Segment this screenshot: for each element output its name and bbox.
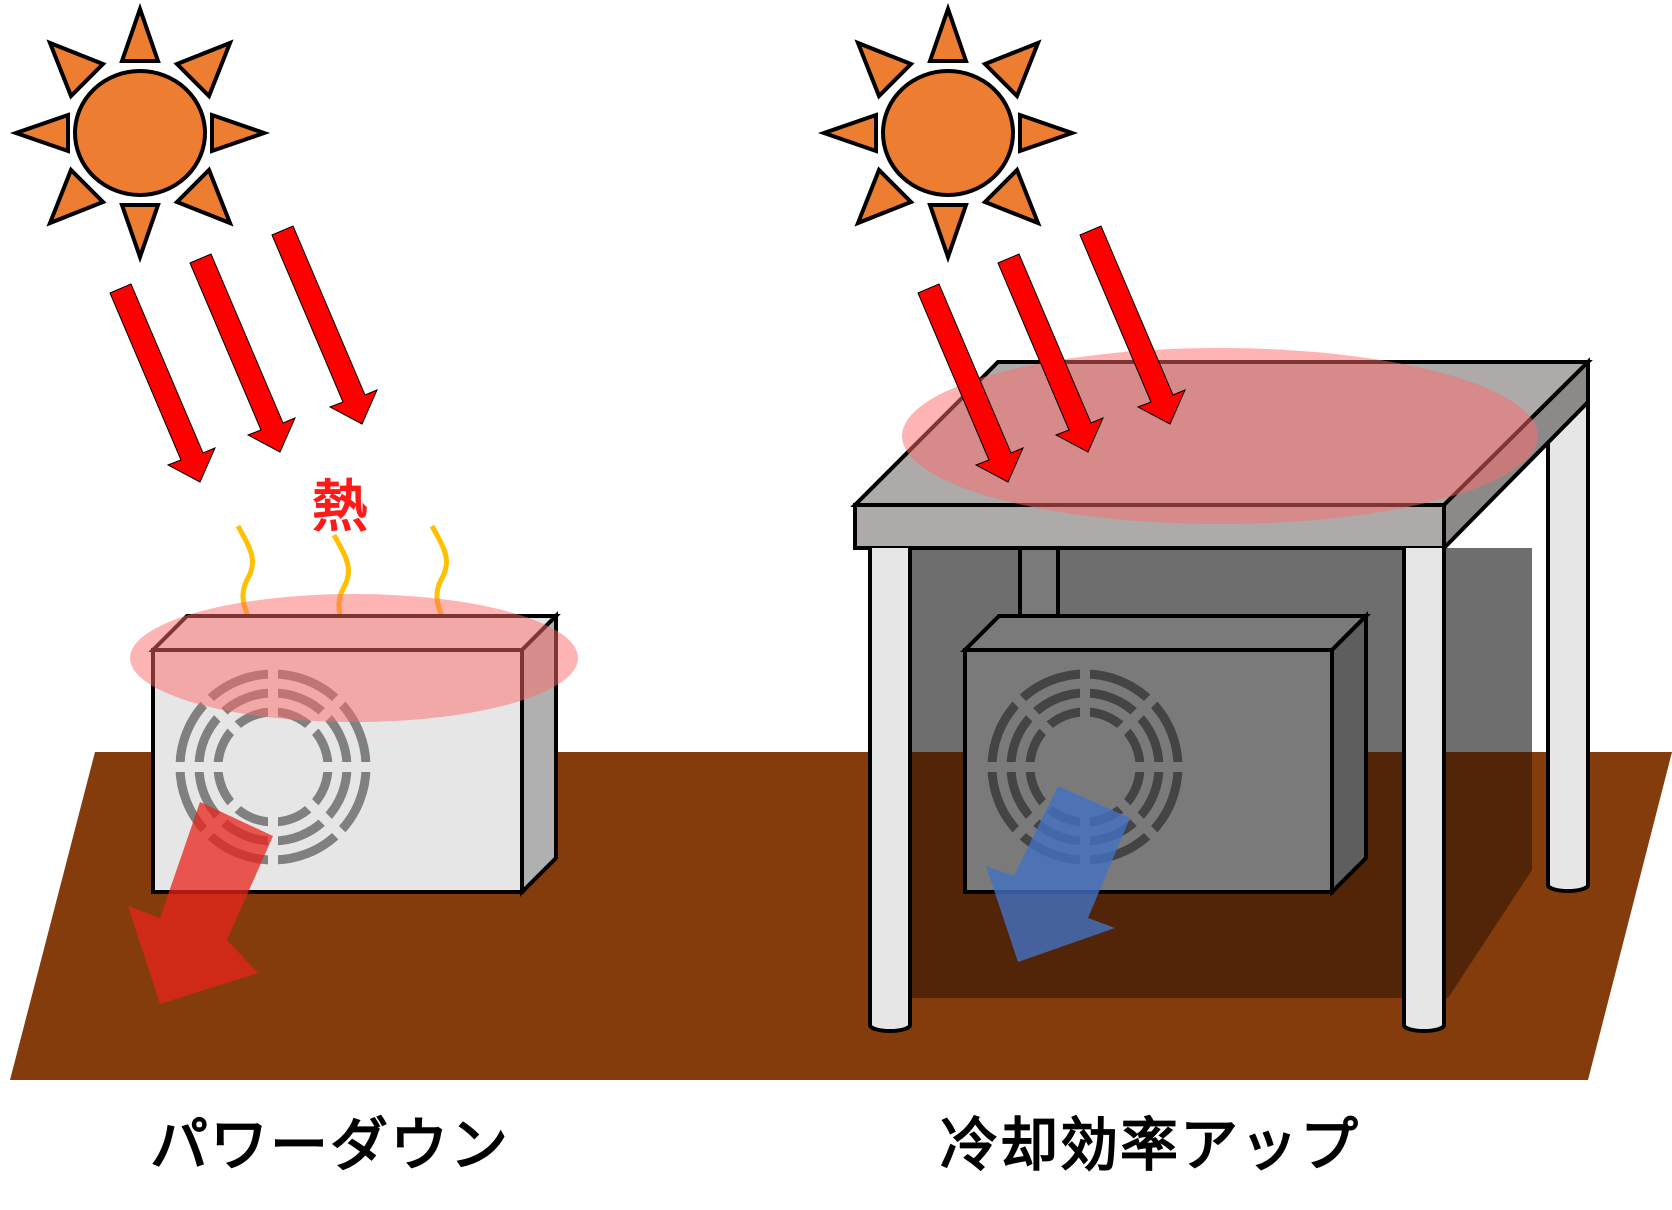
table-legs-back (1546, 395, 1590, 893)
heat-label: 熱 (312, 475, 368, 540)
sun-icon (9, 2, 271, 264)
cool-airflow-arrow (986, 786, 1130, 962)
ac-outdoor-unit-right (960, 611, 1371, 897)
caption-power-down: パワーダウン (150, 1111, 511, 1179)
sun-icon (817, 2, 1079, 264)
support-pipe (1018, 544, 1060, 620)
sunlight-arrows-left (109, 225, 378, 483)
heat-glow-left (130, 594, 578, 722)
hot-airflow-arrow (128, 802, 273, 1004)
caption-cooling-efficiency-up: 冷却効率アップ (940, 1111, 1361, 1179)
sunlight-arrows-right (917, 225, 1186, 483)
